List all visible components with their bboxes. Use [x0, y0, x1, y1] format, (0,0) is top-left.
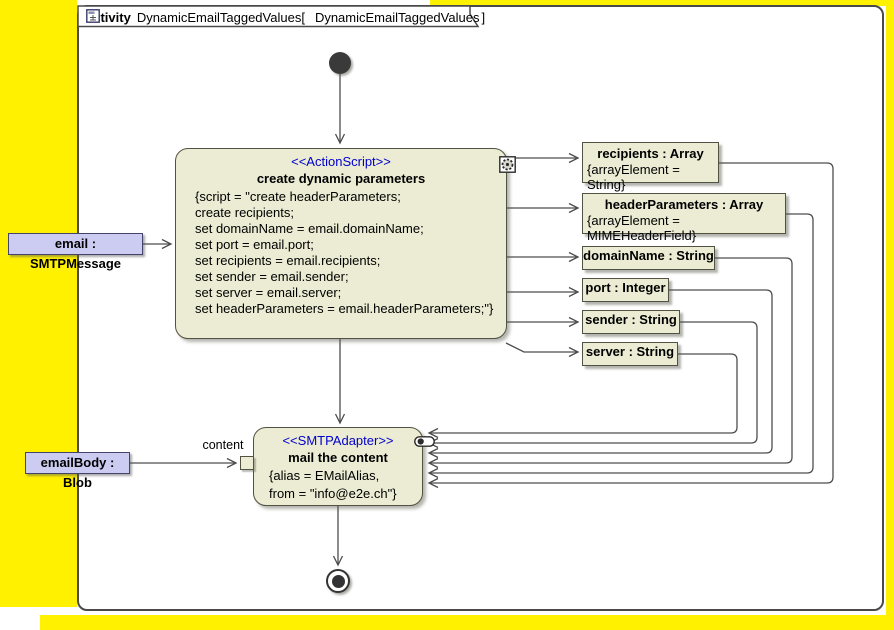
object-title: port : Integer [585, 280, 666, 295]
script-line: set server = email.server; [195, 285, 342, 300]
object-node-recipients[interactable]: recipients : Array {arrayElement = Strin… [582, 142, 719, 192]
object-node-sender[interactable]: sender : String [582, 310, 680, 334]
object-tag: {arrayElement = String} [587, 162, 680, 192]
object-title: headerParameters : Array [604, 197, 764, 212]
object-label: emailBody : Blob [40, 455, 115, 490]
edge-port-to-mail[interactable] [427, 289, 773, 459]
script-line: set recipients = email.recipients; [195, 253, 381, 268]
edge-create-to-server[interactable] [505, 342, 580, 358]
desktop-background-left [0, 0, 77, 607]
script-line: set domainName = email.domainName; [195, 221, 424, 236]
script-line: create recipients; [195, 205, 294, 220]
object-node-email-smtpmessage[interactable]: email : SMTPMessage [8, 233, 143, 271]
object-title: sender : String [585, 312, 677, 327]
stereotype-label: <<SMTPAdapter>> [282, 433, 394, 448]
script-line: set sender = email.sender; [195, 269, 349, 284]
action-title: mail the content [288, 450, 388, 465]
script-line: {script = "create headerParameters; [195, 189, 401, 204]
frame-diagram-ref: DynamicEmailTaggedValues [314, 9, 480, 25]
input-pin-content[interactable] [240, 456, 254, 470]
edge-server-to-mail[interactable] [427, 353, 738, 439]
frame-activity-name: DynamicEmailTaggedValues[ [136, 9, 305, 25]
desktop-background-bottom [40, 615, 894, 630]
script-text: {script = "create headerParameters; crea… [176, 186, 506, 317]
edge-domainname-to-mail[interactable] [427, 257, 793, 469]
frame-title-tab[interactable] [77, 5, 480, 28]
script-line: set headerParameters = email.headerParam… [195, 301, 494, 316]
edge-sender-to-mail[interactable] [427, 321, 758, 449]
stereotype-label: <<ActionScript>> [291, 154, 391, 169]
script-line: set port = email.port; [195, 237, 314, 252]
action-title: create dynamic parameters [256, 171, 426, 186]
initial-node[interactable] [329, 52, 351, 74]
activity-final-node[interactable] [326, 569, 350, 593]
desktop-background-top [430, 0, 894, 6]
action-mail-the-content[interactable]: <<SMTPAdapter>> mail the content {alias … [253, 427, 435, 506]
frame-title: activity DynamicEmailTaggedValues[ Dynam… [86, 9, 486, 25]
edge-headerparameters-to-mail[interactable] [427, 213, 814, 479]
object-tag: {arrayElement = MIMEHeaderField} [587, 213, 697, 243]
object-node-server[interactable]: server : String [582, 342, 678, 366]
pin-label: content [202, 438, 244, 452]
object-label: email : SMTPMessage [29, 236, 122, 271]
desktop-background-right [886, 0, 894, 630]
object-title: recipients : Array [597, 146, 704, 161]
edge-recipients-to-mail[interactable] [427, 162, 834, 489]
object-title: server : String [585, 344, 675, 359]
action-create-dynamic-parameters[interactable]: <<ActionScript>> create dynamic paramete… [175, 148, 516, 339]
tag-line: from = "info@e2e.ch"} [269, 486, 397, 501]
object-node-port[interactable]: port : Integer [582, 278, 669, 302]
object-node-domainname[interactable]: domainName : String [582, 246, 715, 270]
final-node-dot [331, 574, 345, 588]
object-node-headerparameters[interactable]: headerParameters : Array {arrayElement =… [582, 193, 786, 243]
frame-bracket-close: ] [481, 9, 486, 25]
object-title: domainName : String [583, 248, 714, 263]
tag-line: {alias = EMailAlias, [269, 468, 380, 483]
tag-values: {alias = EMailAlias, from = "info@e2e.ch… [254, 465, 422, 503]
object-node-emailbody-blob[interactable]: emailBody : Blob [25, 452, 130, 490]
